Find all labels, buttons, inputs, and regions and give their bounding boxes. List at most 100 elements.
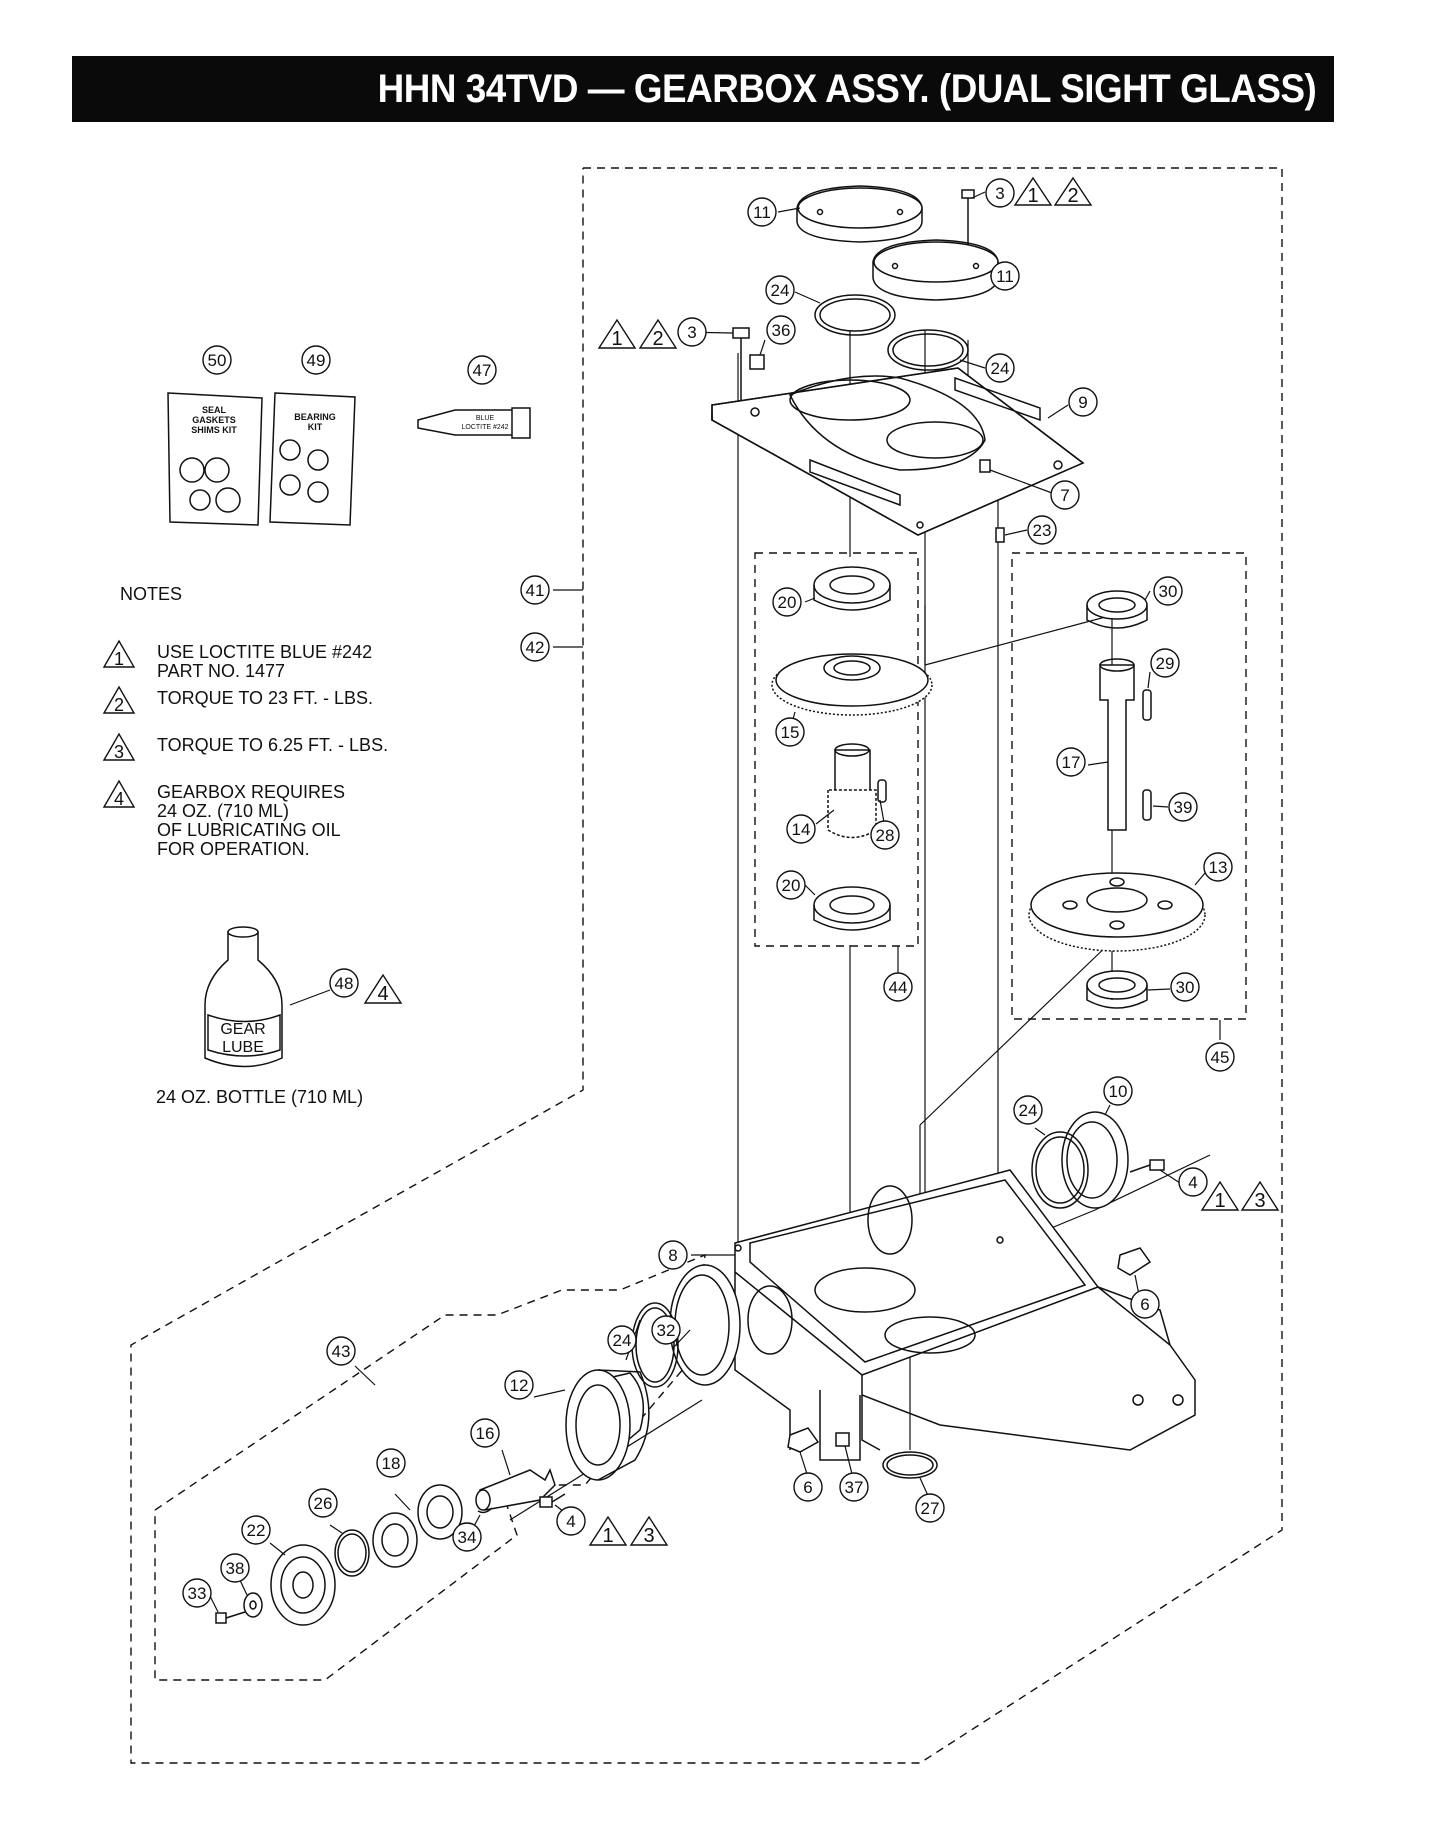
callout-bubble-13 [1203, 852, 1233, 882]
callout-bubble-7 [1050, 480, 1080, 510]
key-29 [1142, 689, 1152, 721]
callout-bubble-32 [651, 1315, 681, 1345]
bolt-33 [215, 1611, 246, 1624]
callout-bubble-6 [1130, 1289, 1160, 1319]
loctite-tube: BLUE LOCTITE #242 [417, 407, 531, 439]
svg-text:3: 3 [643, 1525, 654, 1547]
plug-37 [835, 1432, 850, 1447]
bolt-3-right [961, 189, 975, 245]
callout-label-38: 38 [226, 1559, 245, 1578]
end-cap-22 [270, 1544, 336, 1626]
callout-bubble-9 [1068, 387, 1098, 417]
callout-label-7: 7 [1060, 486, 1069, 505]
o-ring-27 [882, 1451, 938, 1479]
callout-bubble-49 [301, 345, 331, 375]
svg-text:SHIMS KIT: SHIMS KIT [191, 425, 237, 435]
callout-label-44: 44 [889, 978, 908, 997]
callout-bubble-39 [1168, 792, 1198, 822]
cover-plate [711, 367, 1085, 536]
callout-bubble-11 [990, 261, 1020, 291]
top-cover-cap-left [796, 185, 923, 243]
callout-label-24: 24 [771, 281, 790, 300]
callout-label-22: 22 [247, 1521, 266, 1540]
gear-15 [771, 653, 933, 716]
callout-label-3: 3 [995, 184, 1004, 203]
drain-plug-6-bottom [787, 1427, 820, 1453]
bolt-4-front [539, 1493, 566, 1508]
key-28 [877, 779, 887, 803]
callout-bubble-38 [220, 1553, 250, 1583]
callout-bubble-26 [308, 1488, 338, 1518]
svg-text:3: 3 [1254, 1190, 1265, 1212]
svg-text:2: 2 [1067, 185, 1078, 207]
note-3-triangle-icon: 3 [102, 732, 136, 762]
note-triangles: 1 2 1 2 1 3 1 3 4 [363, 176, 1280, 1547]
callout-bubble-45 [1205, 1042, 1235, 1072]
callout-bubble-30 [1170, 972, 1200, 1002]
o-ring-24-front [631, 1302, 679, 1388]
bearing-30-bottom [1086, 970, 1148, 1009]
title-bar: HHN 34TVD — GEARBOX ASSY. (DUAL SIGHT GL… [72, 56, 1334, 122]
callout-label-16: 16 [476, 1424, 495, 1443]
callout-bubble-4 [1178, 1167, 1208, 1197]
callout-bubble-37 [839, 1472, 869, 1502]
callout-label-42: 42 [526, 638, 545, 657]
callout-label-26: 26 [314, 1494, 333, 1513]
svg-text:SEAL: SEAL [202, 405, 227, 415]
callout-label-18: 18 [382, 1454, 401, 1473]
note-1-triangle-icon: 1 [102, 639, 136, 669]
callout-label-24: 24 [991, 359, 1010, 378]
svg-text:GASKETS: GASKETS [192, 415, 236, 425]
svg-text:GEAR: GEAR [220, 1021, 265, 1038]
bearing-30-top [1086, 590, 1148, 629]
snap-ring-34 [477, 1507, 493, 1514]
callout-bubble-6 [793, 1472, 823, 1502]
callout-label-47: 47 [473, 361, 492, 380]
callout-bubble-20 [772, 587, 802, 617]
callout-bubble-24 [607, 1325, 637, 1355]
callout-bubble-34 [452, 1522, 482, 1552]
callout-bubble-47 [467, 355, 497, 385]
gear-13 [1028, 872, 1206, 952]
o-ring-top-left [814, 294, 896, 336]
callout-label-33: 33 [188, 1584, 207, 1603]
callout-label-12: 12 [510, 1376, 529, 1395]
callout-bubble-17 [1056, 747, 1086, 777]
bearing-kit-package: BEARING KIT [269, 392, 356, 526]
callout-label-8: 8 [668, 1246, 677, 1265]
callout-label-9: 9 [1078, 393, 1087, 412]
callout-label-6: 6 [1140, 1295, 1149, 1314]
callout-label-4: 4 [566, 1512, 575, 1531]
callout-bubble-24 [1013, 1095, 1043, 1125]
callout-bubble-43 [326, 1336, 356, 1366]
page-title: HHN 34TVD — GEARBOX ASSY. (DUAL SIGHT GL… [377, 67, 1316, 111]
bearing-cap-12 [565, 1369, 650, 1481]
pinion-14 [827, 743, 877, 839]
callout-label-28: 28 [876, 826, 895, 845]
bearing-18-b [372, 1512, 418, 1568]
callout-label-49: 49 [307, 351, 326, 370]
svg-text:4: 4 [114, 789, 124, 809]
svg-text:BLUE: BLUE [476, 415, 495, 422]
callout-bubble-12 [504, 1370, 534, 1400]
note-4-triangle-icon: 4 [102, 779, 136, 809]
o-ring-26 [334, 1529, 370, 1577]
callout-bubble-27 [915, 1493, 945, 1523]
callout-bubble-30 [1153, 576, 1183, 606]
callout-bubble-44 [883, 972, 913, 1002]
washer-38 [243, 1592, 263, 1618]
callout-label-13: 13 [1209, 858, 1228, 877]
callout-label-32: 32 [657, 1321, 676, 1340]
callout-label-14: 14 [792, 820, 811, 839]
callout-label-36: 36 [772, 321, 791, 340]
svg-text:KIT: KIT [308, 422, 323, 432]
dowel-23 [995, 527, 1005, 543]
callout-label-6: 6 [803, 1478, 812, 1497]
callout-bubble-24 [765, 275, 795, 305]
svg-text:BEARING: BEARING [294, 412, 336, 422]
callout-bubble-4 [556, 1506, 586, 1536]
note-3-text: TORQUE TO 6.25 FT. - LBS. [157, 735, 389, 755]
callout-label-27: 27 [921, 1499, 940, 1518]
svg-text:3: 3 [114, 742, 124, 762]
